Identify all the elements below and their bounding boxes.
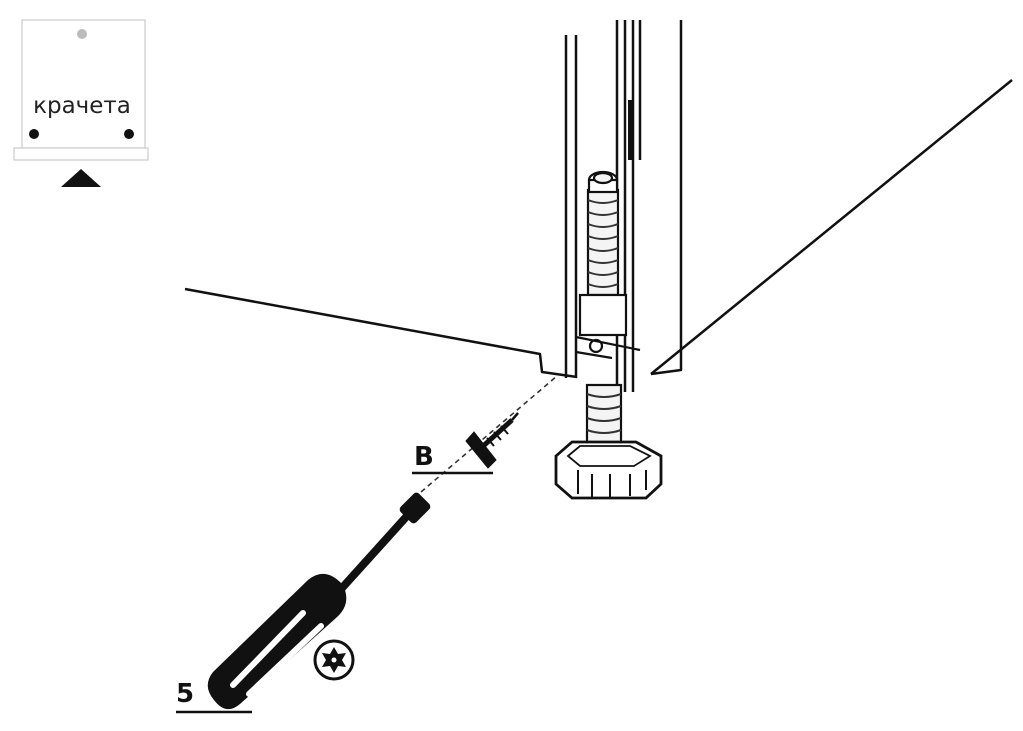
- feet-inset: крачета: [13, 19, 149, 187]
- screwdriver-5: 5: [176, 492, 431, 714]
- screw-tip: [511, 412, 519, 421]
- bottom-left-edge: [184, 287, 578, 379]
- inset-label: крачета: [33, 93, 131, 119]
- inset-base-strip: [13, 147, 149, 161]
- collar-bracket: [575, 335, 641, 360]
- callout-b-label: B: [414, 442, 434, 472]
- screw-b: [465, 412, 519, 469]
- screw-assembly: B: [412, 375, 558, 493]
- torx-bit-icon: [313, 639, 355, 681]
- alignment-guide-dashed: [420, 375, 558, 493]
- handle-grip-slot-2: [246, 623, 324, 697]
- screw-head: [465, 431, 497, 469]
- inset-left-foot-dot: [29, 129, 39, 139]
- screw-threads: [486, 425, 509, 447]
- corner-post-outer: [564, 35, 578, 378]
- corner-panel: [615, 20, 642, 392]
- handle-grip-slot-1: [230, 610, 306, 688]
- thread-top-end: [592, 171, 614, 185]
- nut-top-face: [566, 445, 652, 467]
- nut-slots: [577, 470, 647, 498]
- callout-5-label: 5: [176, 679, 194, 709]
- upper-thread-lines: [587, 199, 619, 288]
- inset-top-dot: [77, 29, 87, 39]
- inset-panel: [21, 19, 146, 149]
- bottom-right-edge: [650, 79, 1013, 375]
- corner-post-right: [650, 20, 683, 376]
- screwdriver-shaft: [338, 502, 420, 592]
- upper-thread: [586, 188, 620, 297]
- screwdriver-bit: [399, 492, 431, 524]
- leg-collar: [578, 293, 628, 337]
- inset-right-foot-dot: [124, 129, 134, 139]
- torx-center: [331, 657, 337, 663]
- arrow-up-icon: [61, 169, 101, 187]
- adjustable-leg: [554, 170, 663, 500]
